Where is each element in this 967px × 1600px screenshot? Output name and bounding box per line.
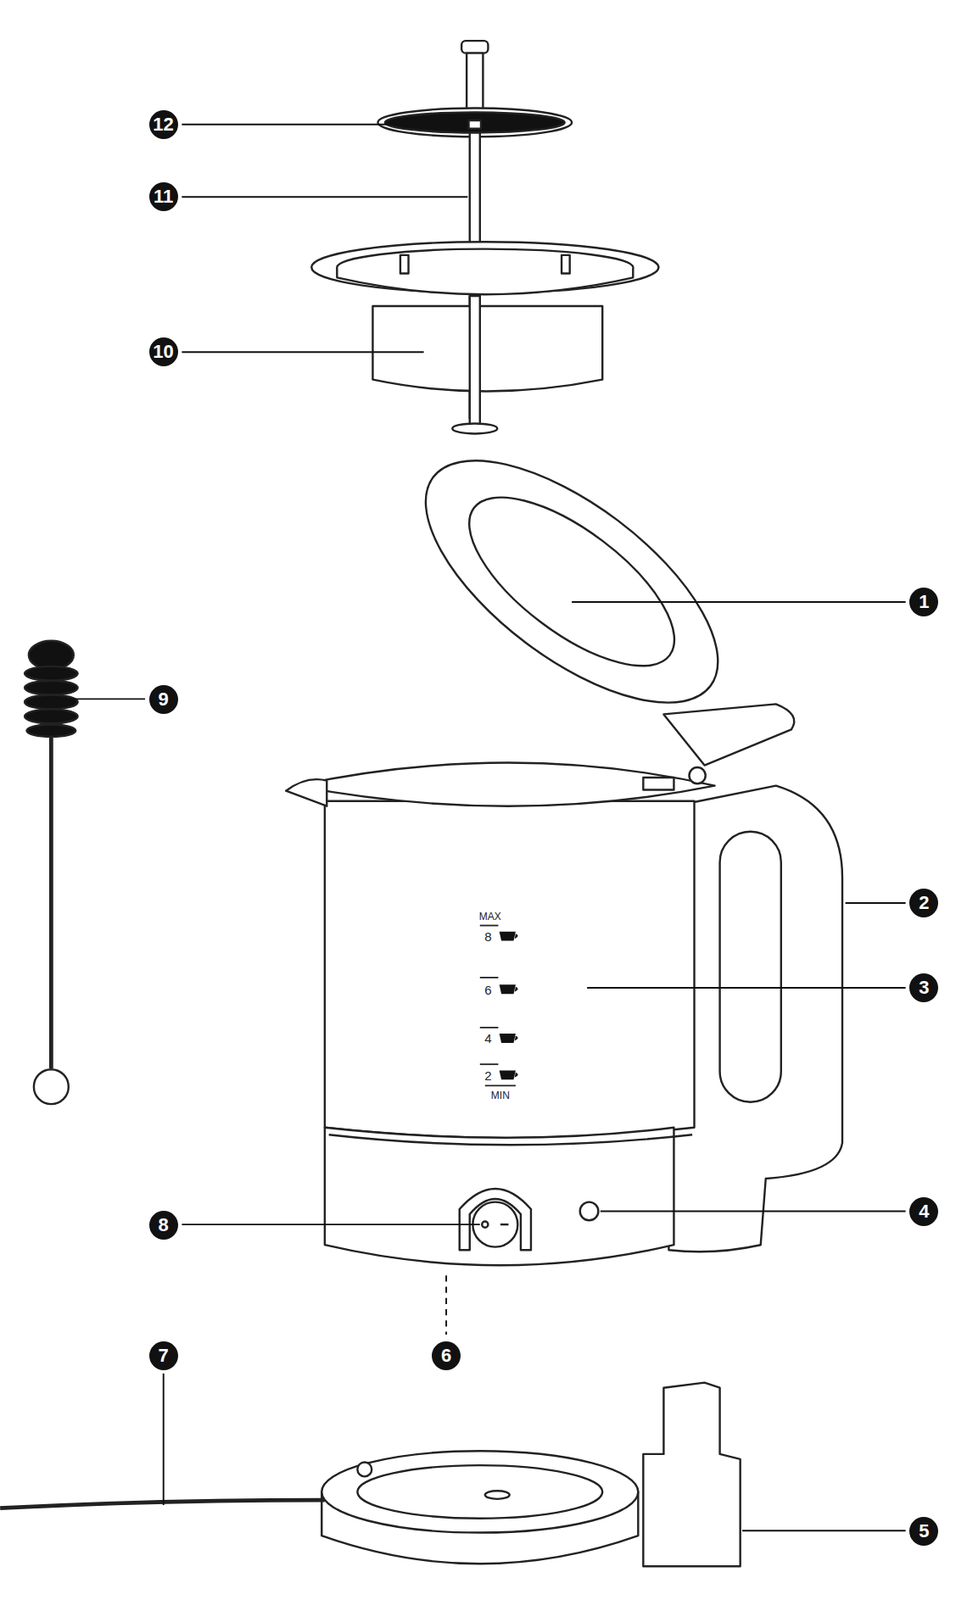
callout-number: 1 (909, 587, 939, 617)
callout-number: 6 (431, 1341, 461, 1371)
callout-number: 9 (149, 685, 179, 715)
callout-number: 12 (149, 110, 179, 140)
scale-mark: MIN (491, 1089, 510, 1102)
callout-number: 10 (149, 337, 179, 367)
callout-number: 4 (909, 1197, 939, 1227)
callout-number: 5 (909, 1517, 939, 1547)
callout-number: 7 (149, 1341, 179, 1371)
callout-number: 11 (149, 182, 179, 212)
scale-mark: 6 (484, 983, 492, 998)
scale-mark: 8 (484, 930, 492, 945)
scale-mark: MAX (479, 911, 502, 923)
scale-mark: 2 (484, 1069, 492, 1084)
callout-number: 2 (909, 888, 939, 918)
scale-mark: 4 (484, 1032, 492, 1046)
callout-number: 3 (909, 973, 939, 1003)
callout-number: 8 (149, 1211, 179, 1241)
